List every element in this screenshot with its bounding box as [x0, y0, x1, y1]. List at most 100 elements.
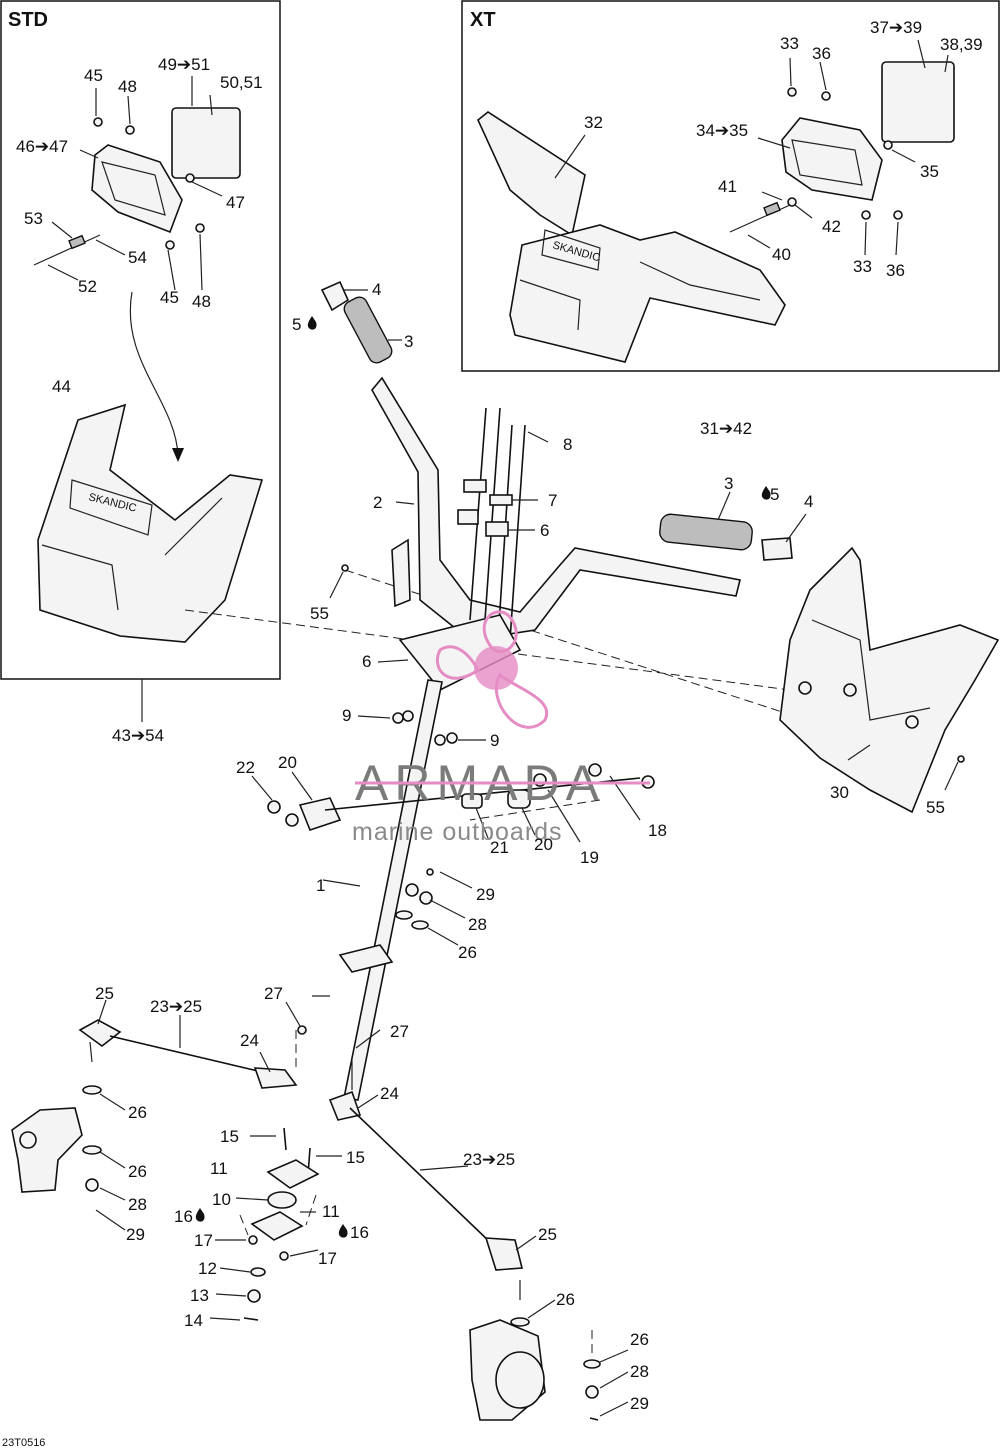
std-inset-frame	[0, 0, 281, 680]
oil-drop-icon	[338, 1224, 348, 1238]
xt-labels: 33 36 37➔39 38,39 32 34➔35 35 41 42 40 3…	[584, 18, 983, 280]
part-label: 6	[362, 652, 371, 671]
xt-parts: SKANDIC	[477, 39, 955, 363]
part-label: 8	[563, 435, 572, 454]
part-label: 10	[212, 1190, 231, 1209]
bearing	[267, 1191, 297, 1209]
right-grip	[659, 513, 753, 551]
part-label: 50,51	[220, 73, 263, 92]
part-label: 24	[380, 1084, 399, 1103]
part-label: 24	[240, 1031, 259, 1050]
part-label: 27	[390, 1022, 409, 1041]
part-label: 14	[184, 1311, 203, 1330]
part-label: 5	[292, 315, 301, 334]
drawing-code: 23T0516	[2, 1437, 45, 1449]
left-end-cap	[320, 280, 350, 312]
watermark-tagline: marine outboards	[352, 818, 563, 846]
part-label: 16	[174, 1207, 193, 1226]
part-label: 48	[118, 77, 137, 96]
part-label: 13	[190, 1286, 209, 1305]
left-spindle	[11, 1107, 83, 1193]
part-label: 26	[128, 1162, 147, 1181]
part-label: 9	[342, 706, 351, 725]
std-parts: SKANDIC	[33, 76, 264, 643]
main-assembly	[11, 280, 1000, 1421]
part-label: 29	[476, 885, 495, 904]
std-labels: 45 48 49➔51 50,51 46➔47 47 53 54 52 45 4…	[16, 55, 263, 396]
std-group-label: 43➔54	[112, 726, 164, 745]
part-label: 34➔35	[696, 121, 748, 140]
part-label: 26	[556, 1290, 575, 1309]
part-label: 26	[630, 1330, 649, 1349]
part-label: 36	[812, 44, 831, 63]
part-label: 21	[490, 838, 509, 857]
part-label: 38,39	[940, 35, 983, 54]
part-label: 55	[310, 604, 329, 623]
part-label: 49➔51	[158, 55, 210, 74]
part-label: 4	[804, 492, 813, 511]
part-label: 26	[458, 943, 477, 962]
oil-drop-icon	[761, 486, 771, 500]
part-label: 18	[648, 821, 667, 840]
watermark-propeller-hub	[474, 646, 518, 690]
part-label: 45	[160, 288, 179, 307]
watermark: ARMADA marine outboards	[352, 610, 650, 846]
part-label: 33	[853, 257, 872, 276]
part-label: 7	[548, 491, 557, 510]
part-label: 54	[128, 248, 147, 267]
part-label: 52	[78, 277, 97, 296]
part-label: 23➔25	[150, 997, 202, 1016]
part-label: 20	[534, 835, 553, 854]
steering-arm-left	[298, 797, 342, 831]
part-label: 33	[780, 34, 799, 53]
part-label: 48	[192, 292, 211, 311]
part-label: 28	[630, 1362, 649, 1381]
xt-windshield	[477, 111, 586, 237]
part-label: 5	[770, 485, 779, 504]
part-label: 12	[198, 1259, 217, 1278]
oil-drop-icon	[307, 316, 317, 330]
part-label: 16	[350, 1223, 369, 1242]
part-label: 3	[404, 332, 413, 351]
part-label: 32	[584, 113, 603, 132]
part-label: 4	[372, 280, 381, 299]
part-label: 15	[220, 1127, 239, 1146]
part-label: 42	[822, 217, 841, 236]
part-label: 29	[126, 1225, 145, 1244]
part-label: 9	[490, 731, 499, 750]
bearing-flange-upper	[266, 1159, 320, 1189]
part-label: 1	[316, 876, 325, 895]
part-label: 23➔25	[463, 1150, 515, 1169]
xt-fairing	[509, 224, 786, 363]
xt-group-label: 31➔42	[700, 419, 752, 438]
handlebar	[371, 376, 741, 641]
std-headlight-bezel	[91, 144, 183, 234]
part-label: 22	[236, 758, 255, 777]
part-label: 6	[540, 521, 549, 540]
xt-headlight-lens	[881, 61, 955, 143]
part-label: 26	[128, 1103, 147, 1122]
part-label: 45	[84, 66, 103, 85]
part-label: 37➔39	[870, 18, 922, 37]
left-tie-rod-end	[78, 1019, 122, 1048]
part-label: 28	[468, 915, 487, 934]
part-label: 30	[830, 783, 849, 802]
xt-inset-frame	[461, 0, 1000, 372]
part-label: 15	[346, 1148, 365, 1167]
part-label: 40	[772, 245, 791, 264]
xt-headlight-bezel	[781, 117, 883, 201]
handlebar-console	[779, 546, 1000, 814]
column-bracket	[398, 614, 522, 692]
std-headlight-lens	[171, 107, 241, 179]
part-label: 53	[24, 209, 43, 228]
bearing-flange-lower	[250, 1211, 304, 1241]
xt-title: XT	[470, 9, 496, 31]
part-label: 2	[373, 493, 382, 512]
oil-drop-icon	[195, 1208, 205, 1222]
part-label: 25	[538, 1225, 557, 1244]
right-tie-rod-end	[328, 1090, 362, 1121]
part-label: 17	[194, 1231, 213, 1250]
part-label: 47	[226, 193, 245, 212]
part-label: 11	[322, 1202, 340, 1221]
